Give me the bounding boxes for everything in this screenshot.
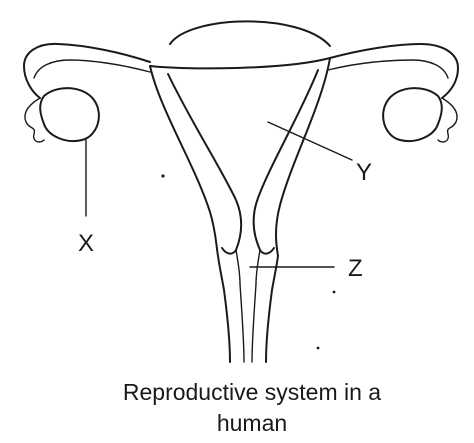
- uterus-body-outline: [150, 58, 330, 68]
- right-ovary: [383, 88, 442, 141]
- label-y: Y: [356, 159, 372, 186]
- vagina-right-inner: [252, 284, 256, 362]
- label-z: Z: [348, 255, 363, 282]
- caption-line-2: human: [217, 410, 287, 436]
- uterine-cavity-left: [168, 74, 241, 254]
- dome-outline: [170, 21, 330, 46]
- right-fallopian-tube: [330, 44, 458, 98]
- vagina-right-outer: [266, 290, 272, 362]
- uterine-cavity-right: [254, 70, 318, 254]
- uterus-left-wall: [150, 66, 218, 256]
- pointer-line-y: [268, 122, 352, 160]
- speck: [161, 174, 164, 177]
- cervix-canal-left: [236, 250, 240, 284]
- speck: [317, 347, 320, 350]
- label-x: X: [78, 230, 94, 257]
- vagina-left-outer: [224, 290, 230, 362]
- vagina-left-inner: [240, 284, 244, 362]
- cervix-right: [272, 256, 278, 290]
- caption-line-1: Reproductive system in a: [123, 379, 381, 405]
- right-fallopian-tube-inner: [328, 60, 448, 78]
- left-fallopian-tube: [24, 44, 150, 98]
- cervix-left: [218, 256, 224, 290]
- left-ovary: [40, 88, 99, 141]
- uterus-right-wall: [276, 58, 330, 256]
- speck: [333, 291, 336, 294]
- left-fallopian-tube-inner: [34, 60, 150, 78]
